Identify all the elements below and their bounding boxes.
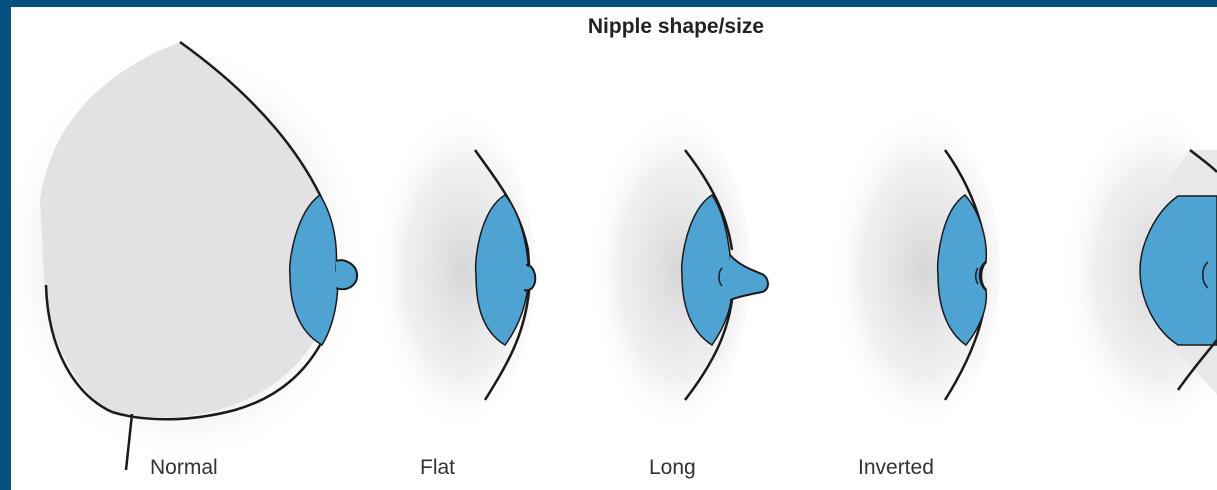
nipple-shape-diagram <box>11 7 1217 490</box>
label-inverted: Inverted <box>858 456 934 480</box>
label-normal: Normal <box>150 456 218 480</box>
flat-illustration <box>355 105 535 435</box>
fifth-shape-illustration <box>1040 105 1217 435</box>
label-flat: Flat <box>420 456 455 480</box>
long-illustration <box>570 105 768 435</box>
figure-panel: Nipple shape/size <box>11 7 1217 490</box>
label-long: Long <box>649 456 696 480</box>
inverted-illustration <box>810 105 1000 435</box>
normal-breast-illustration <box>11 42 370 470</box>
